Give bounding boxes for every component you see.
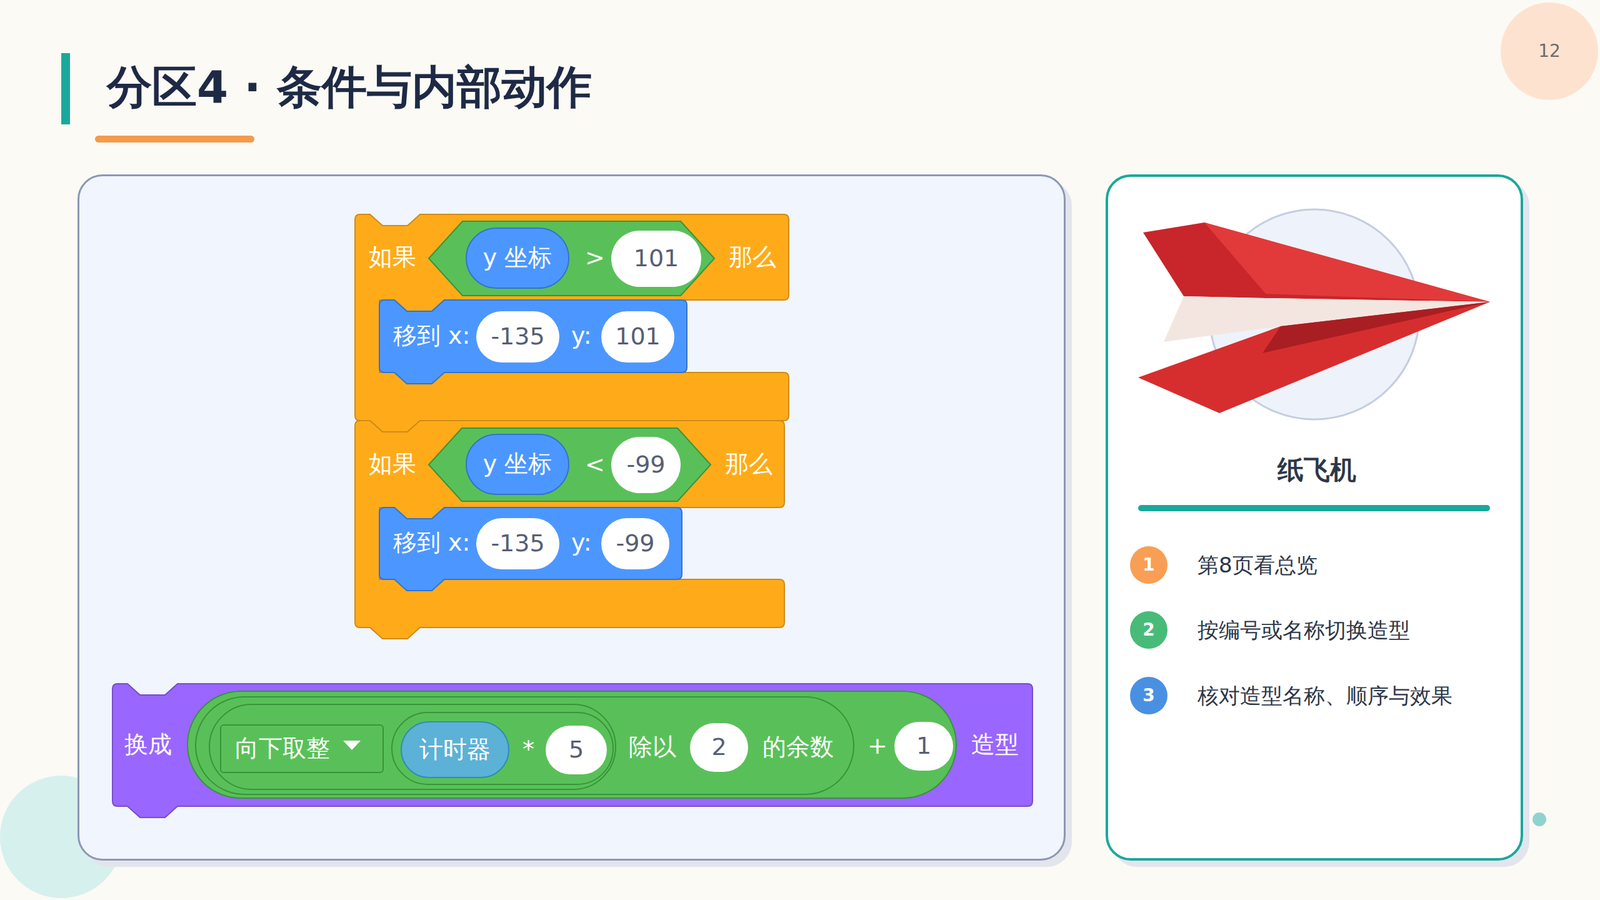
block-text: 除以 bbox=[628, 733, 677, 762]
block-text: 按编号或名称切换造型 bbox=[1197, 617, 1410, 644]
value-oval: -99 bbox=[601, 518, 670, 570]
info-card: 纸飞机第8页看总览按编号或名称切换造型核对造型名称、顺序与效果 1 2 3 bbox=[1105, 174, 1524, 861]
value-oval: -135 bbox=[476, 518, 560, 570]
if-block: 如果 那么 < y 坐标 -99 移到 x: y: -135 -99 bbox=[355, 420, 785, 628]
value-text: -135 bbox=[476, 311, 560, 363]
plane-wing-fold bbox=[1204, 222, 1490, 302]
condition-hexagon-outline bbox=[428, 221, 715, 296]
value-text: 101 bbox=[601, 311, 675, 363]
value-oval: -99 bbox=[611, 436, 681, 494]
block-text: 如果 bbox=[368, 450, 417, 479]
operator-reporter: 向下取整 * 计时器 5 bbox=[208, 703, 617, 790]
motion-block-outline bbox=[379, 300, 687, 384]
condition-hexagon: < y 坐标 -99 bbox=[428, 428, 711, 502]
value-text: -99 bbox=[601, 518, 670, 570]
block-text: 1 bbox=[1130, 546, 1168, 584]
looks-block-outline bbox=[112, 683, 1033, 818]
value-text: 5 bbox=[545, 725, 607, 775]
value-oval: -135 bbox=[476, 311, 560, 363]
value-text: -99 bbox=[611, 436, 681, 494]
value-text: 101 bbox=[611, 230, 702, 287]
sensing-reporter: y 坐标 bbox=[465, 433, 570, 495]
value-text: 2 bbox=[690, 723, 749, 772]
block-text: 换成 bbox=[124, 730, 172, 760]
block-text: 移到 x: bbox=[393, 528, 470, 558]
plane-body bbox=[1163, 296, 1490, 342]
block-text: 2 bbox=[1130, 611, 1168, 649]
block-text: * bbox=[522, 735, 535, 765]
deco-dot bbox=[1532, 812, 1547, 827]
block-text: 核对造型名称、顺序与效果 bbox=[1197, 683, 1453, 709]
block-text: y: bbox=[571, 528, 592, 558]
card-divider bbox=[1138, 505, 1490, 512]
value-oval: 5 bbox=[545, 725, 607, 775]
block-text: 移到 x: bbox=[393, 321, 470, 351]
block-text: 纸飞机 bbox=[1277, 454, 1357, 486]
motion-block: 移到 x: y: -135 101 bbox=[379, 300, 687, 373]
plane-keel bbox=[1262, 301, 1490, 354]
title-bar bbox=[61, 53, 70, 125]
block-text: 如果 bbox=[368, 243, 417, 272]
condition-hexagon-outline bbox=[428, 428, 711, 502]
block-text: > bbox=[585, 243, 605, 273]
if-block: 如果 那么 > y 坐标 101 移到 x: y: -135 101 bbox=[355, 214, 789, 421]
block-text: 12 bbox=[1500, 2, 1599, 100]
value-text: 1 bbox=[894, 721, 954, 771]
block-text: 第8页看总览 bbox=[1197, 552, 1318, 579]
if-block-outline bbox=[355, 214, 789, 432]
step-number: 1 bbox=[1130, 546, 1168, 584]
condition-hexagon: > y 坐标 101 bbox=[428, 221, 715, 296]
page-number: 12 bbox=[1500, 2, 1599, 100]
title-underline bbox=[95, 135, 255, 143]
operator-reporter: + 除以 的余数 向下取整 * 计时器 5 2 1 bbox=[186, 690, 957, 799]
motion-block-outline bbox=[379, 507, 682, 591]
step-number: 3 bbox=[1130, 676, 1168, 715]
dropdown-menu: 向下取整 bbox=[220, 724, 384, 774]
block-text: y 坐标 bbox=[466, 228, 569, 288]
slide-title: 分区4 · 条件与内部动作 bbox=[106, 57, 592, 118]
step-number: 2 bbox=[1130, 611, 1168, 649]
block-text: 那么 bbox=[728, 243, 777, 272]
block-text: y: bbox=[571, 321, 592, 351]
value-oval: 1 bbox=[894, 721, 954, 771]
operator-reporter: 除以 的余数 向下取整 * 计时器 5 2 bbox=[195, 696, 855, 795]
looks-block: 换成 造型 + 除以 的余数 向下取整 * 计时器 5 2 1 bbox=[112, 683, 1033, 807]
block-text: 造型 bbox=[971, 730, 1019, 760]
plane-lower-wing bbox=[1138, 301, 1490, 414]
value-oval: 101 bbox=[611, 230, 702, 287]
block-text: + bbox=[867, 731, 888, 761]
value-text: -135 bbox=[476, 518, 560, 570]
plane-wing bbox=[1143, 222, 1490, 302]
block-text: 的余数 bbox=[762, 733, 834, 762]
block-text: 3 bbox=[1130, 676, 1168, 715]
if-block-outline bbox=[355, 420, 785, 639]
operator-reporter: * 计时器 5 bbox=[391, 711, 614, 785]
sensing-reporter: y 坐标 bbox=[465, 227, 570, 289]
value-oval: 2 bbox=[690, 723, 749, 772]
block-text: < bbox=[585, 450, 605, 480]
dropdown-arrow bbox=[343, 740, 361, 750]
block-text: y 坐标 bbox=[466, 435, 569, 494]
value-oval: 101 bbox=[601, 311, 675, 363]
motion-block: 移到 x: y: -135 -99 bbox=[379, 507, 682, 580]
sensing-reporter: 计时器 bbox=[400, 721, 510, 779]
block-text: 计时器 bbox=[401, 722, 509, 777]
plane-backdrop bbox=[1209, 209, 1420, 420]
block-text: 那么 bbox=[725, 450, 773, 479]
